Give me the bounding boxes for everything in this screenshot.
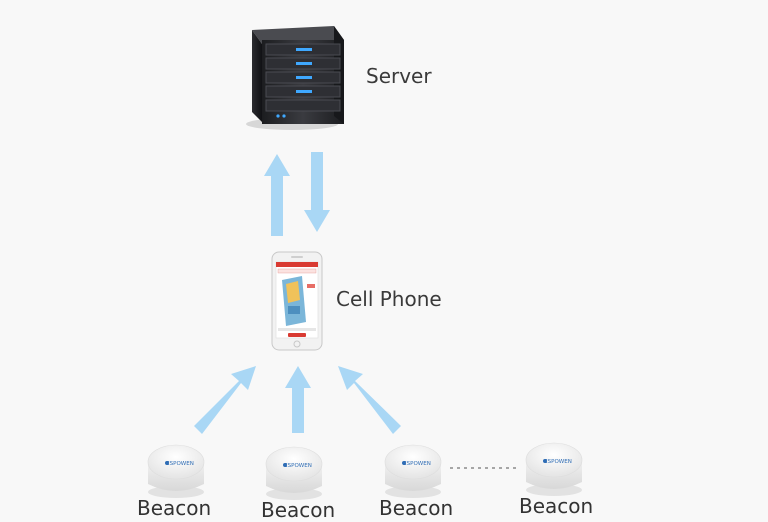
server-led-strip — [276, 48, 312, 118]
arrow-beacon-2-to-phone — [285, 366, 311, 433]
server-icon — [246, 26, 344, 130]
arrow-beacon-1-to-phone — [194, 366, 256, 434]
server-label: Server — [366, 64, 432, 88]
arrow-down-to-phone — [304, 152, 330, 232]
beacon-device-4: ESPOWEN — [525, 442, 583, 496]
beacon-device-3: ESPOWEN — [384, 444, 442, 498]
beacon-logo: ESPOWEN — [284, 463, 312, 469]
beacon-label: Beacon — [261, 498, 336, 522]
arrow-up-to-server — [264, 154, 290, 236]
beacon-label: Beacon — [519, 494, 594, 518]
beacon-device-2: ESPOWEN — [265, 446, 323, 500]
beacon-label: Beacon — [137, 496, 212, 520]
cell-phone-label: Cell Phone — [336, 287, 442, 311]
phone-icon — [271, 251, 323, 351]
beacon-logo: ESPOWEN — [166, 461, 194, 467]
beacon-logo: ESPOWEN — [403, 461, 431, 467]
arrow-beacon-3-to-phone — [338, 366, 401, 434]
beacon-logo: ESPOWEN — [544, 459, 572, 465]
beacon-label: Beacon — [379, 496, 454, 520]
phone-app-screen — [276, 262, 318, 337]
beacon-device-1: ESPOWEN — [147, 444, 205, 498]
